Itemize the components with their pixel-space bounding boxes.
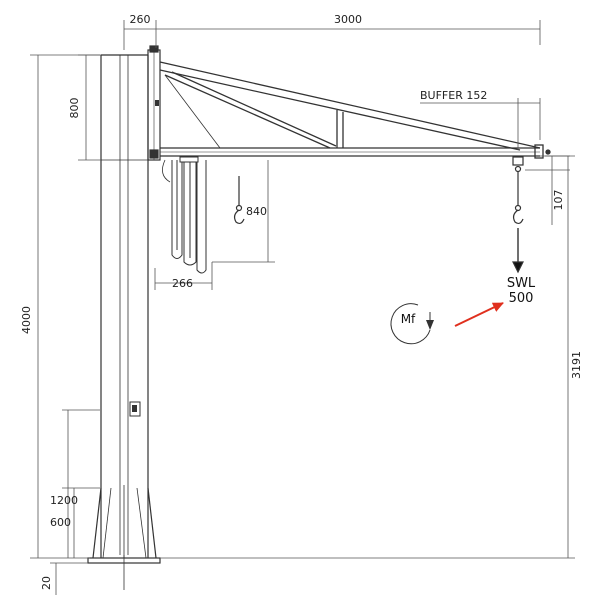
safe-working-load: SWL 500 bbox=[507, 276, 536, 306]
hook-far bbox=[512, 156, 524, 274]
dimension-lines bbox=[30, 20, 575, 595]
dimension-labels: 260 3000 BUFFER 152 800 4000 840 266 107… bbox=[20, 13, 583, 590]
swl-value: 500 bbox=[509, 291, 534, 306]
column-base bbox=[87, 485, 161, 590]
moment-label: Mf bbox=[401, 312, 416, 326]
column bbox=[100, 54, 149, 558]
swl-label: SWL bbox=[507, 276, 536, 291]
dim-840: 840 bbox=[246, 205, 267, 218]
dim-1200: 1200 bbox=[50, 494, 78, 507]
dim-buffer: BUFFER 152 bbox=[420, 89, 487, 102]
pivot-head bbox=[147, 45, 161, 161]
hook-near bbox=[233, 176, 245, 225]
dim-107: 107 bbox=[552, 190, 565, 211]
jib-arm bbox=[159, 61, 551, 159]
moment-symbol: Mf bbox=[390, 303, 434, 345]
load-direction-arrow bbox=[454, 302, 504, 327]
dim-4000: 4000 bbox=[20, 306, 33, 334]
dim-800: 800 bbox=[68, 98, 81, 119]
dim-3191: 3191 bbox=[570, 351, 583, 379]
dim-20: 20 bbox=[40, 576, 53, 590]
dim-260: 260 bbox=[130, 13, 151, 26]
dim-600: 600 bbox=[50, 516, 71, 529]
festoon-cables bbox=[162, 156, 207, 274]
dim-3000: 3000 bbox=[334, 13, 362, 26]
dim-266: 266 bbox=[172, 277, 193, 290]
